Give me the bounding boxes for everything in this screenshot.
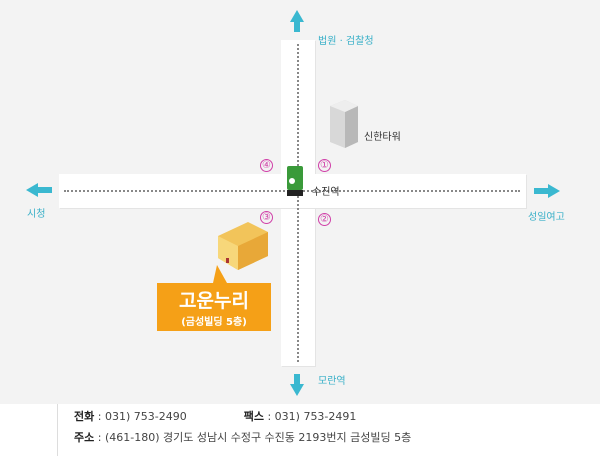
destination-building: (금성빌딩 5층): [181, 317, 247, 328]
address-label: 주소: [74, 431, 95, 444]
north-destination-label: 법원 · 검찰청: [318, 36, 374, 47]
fax-number: 031) 753-2491: [274, 410, 357, 423]
direction-arrows: [26, 10, 560, 396]
destination-name: 고운누리: [179, 290, 249, 312]
address: (461-180) 경기도 성남시 수정구 수진동 2193번지 금성빌딩 5층: [104, 431, 412, 444]
contact-info: 전화 : 031) 753-2490 팩스 : 031) 753-2491 주소…: [57, 404, 411, 456]
arrow-north-icon: [290, 10, 304, 32]
exit-2-marker: ②: [318, 213, 331, 226]
phone-number: 031) 753-2490: [104, 410, 187, 423]
station-label: 수진역: [312, 187, 340, 198]
fax-label: 팩스: [243, 410, 264, 423]
exit-3-marker: ③: [260, 211, 273, 224]
tower-label: 신한타워: [364, 132, 401, 143]
exit-4-marker: ④: [260, 159, 273, 172]
tower-icon: [330, 100, 358, 148]
subway-line-vertical: [297, 44, 299, 362]
building-icon: [218, 222, 268, 270]
location-map: 법원 · 검찰청 모란역 시청 성일여고 수진역 신한타워 ① ② ③ ④ 고운…: [0, 0, 600, 404]
destination-callout: 고운누리 (금성빌딩 5층): [157, 283, 271, 331]
station-icon: [287, 166, 303, 196]
east-destination-label: 성일여고: [528, 212, 565, 223]
callout-tail: [213, 265, 227, 283]
arrow-east-icon: [534, 184, 560, 198]
west-destination-label: 시청: [27, 209, 46, 220]
phone-label: 전화: [74, 410, 95, 423]
arrow-south-icon: [290, 374, 304, 396]
arrow-west-icon: [26, 183, 52, 197]
exit-1-marker: ①: [318, 159, 331, 172]
south-destination-label: 모란역: [318, 376, 346, 387]
